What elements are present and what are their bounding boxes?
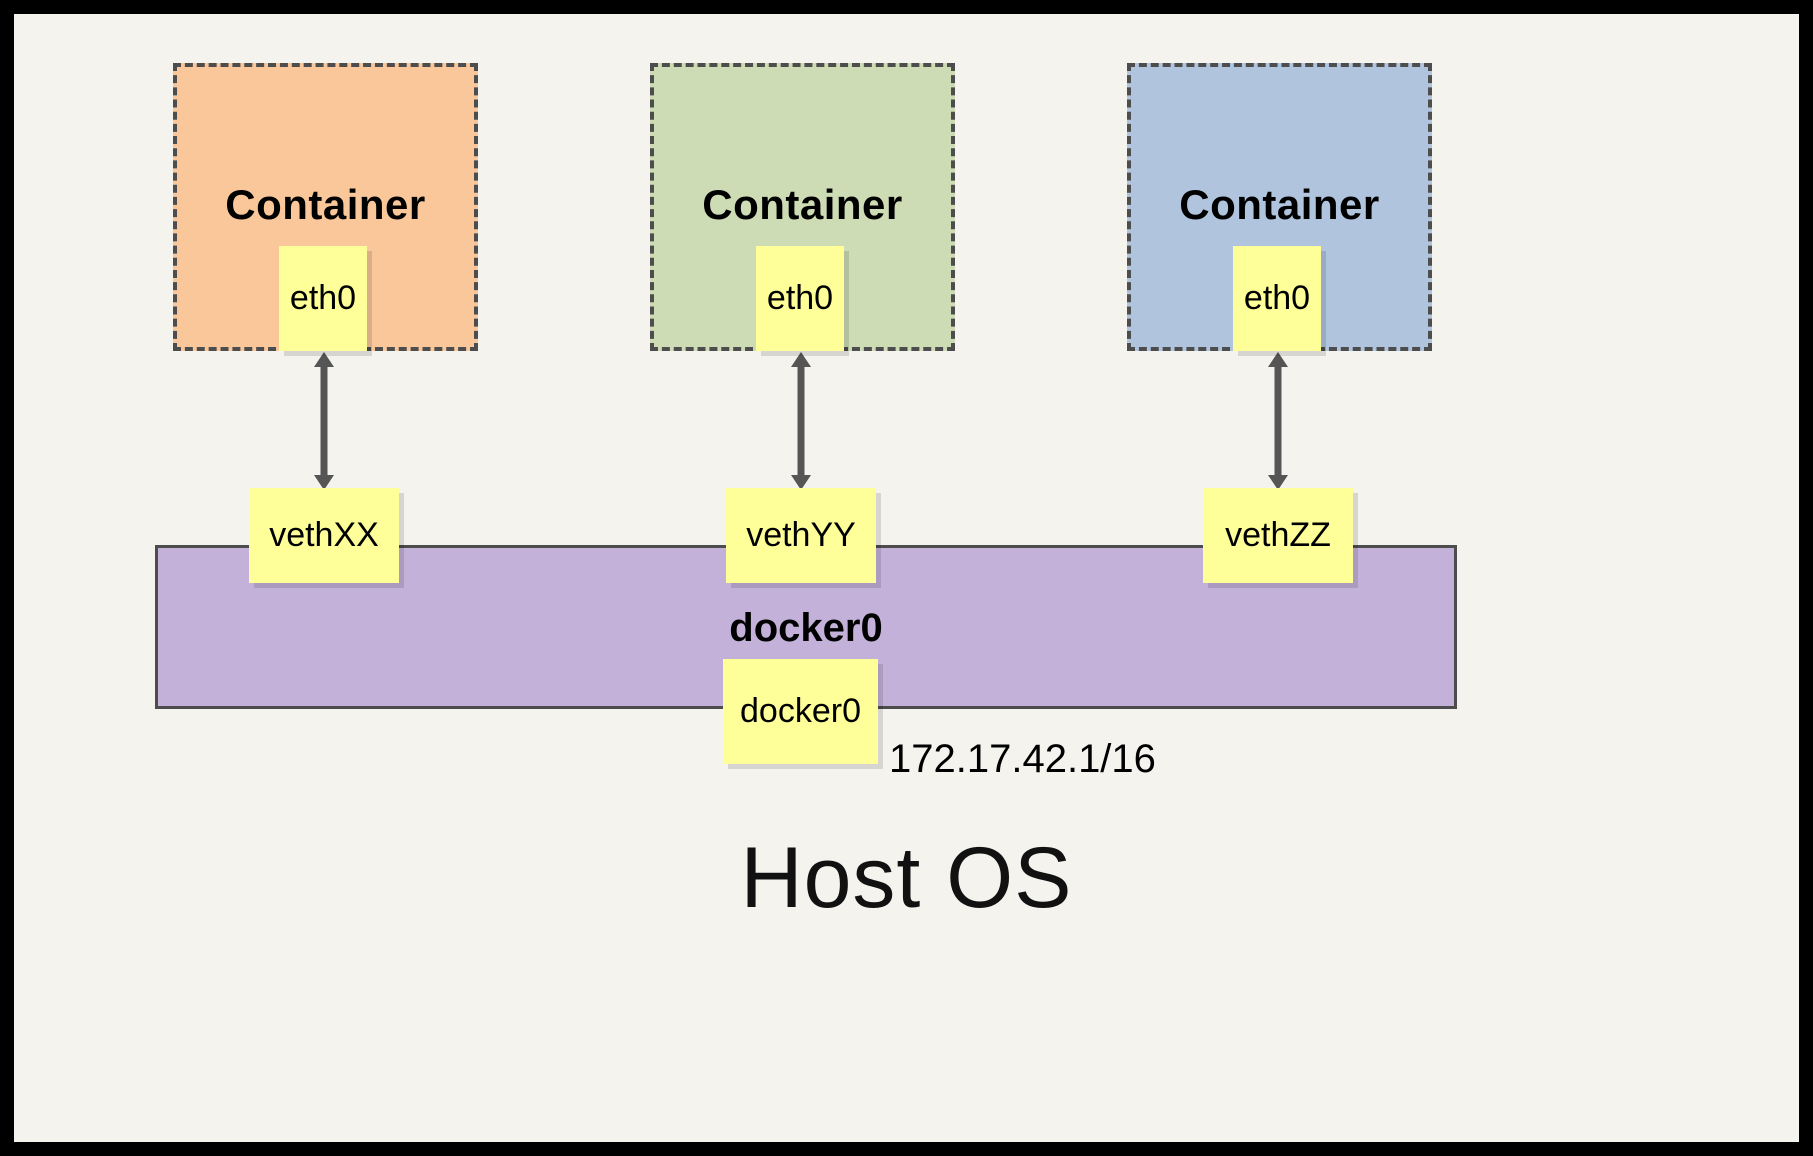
veth-label-3: vethZZ [1225, 516, 1331, 554]
docker0-ip-label: 172.17.42.1/16 [889, 737, 1156, 781]
container-title-1: Container [225, 181, 426, 228]
docker0-interface-label: docker0 [740, 692, 861, 730]
veth-label-1: vethXX [269, 516, 379, 554]
eth0-label-3: eth0 [1243, 279, 1311, 317]
connector-arrow-3 [1268, 352, 1288, 490]
veth-box-2: vethYY [726, 488, 876, 583]
host-os-title: Host OS [740, 830, 1073, 926]
eth0-box-3: eth0 [1233, 246, 1321, 351]
eth0-label-1: eth0 [289, 279, 357, 317]
docker0-bridge-label: docker0 [729, 606, 883, 650]
veth-label-2: vethYY [746, 516, 856, 554]
container-title-3: Container [1179, 181, 1380, 228]
veth-box-3: vethZZ [1203, 488, 1353, 583]
veth-box-1: vethXX [249, 488, 399, 583]
eth0-box-2: eth0 [756, 246, 844, 351]
connector-arrow-2 [791, 352, 811, 490]
connector-arrow-1 [314, 352, 334, 490]
eth0-box-1: eth0 [279, 246, 367, 351]
docker0-interface-box: docker0 [723, 659, 878, 764]
container-title-2: Container [702, 181, 903, 228]
eth0-label-2: eth0 [766, 279, 834, 317]
